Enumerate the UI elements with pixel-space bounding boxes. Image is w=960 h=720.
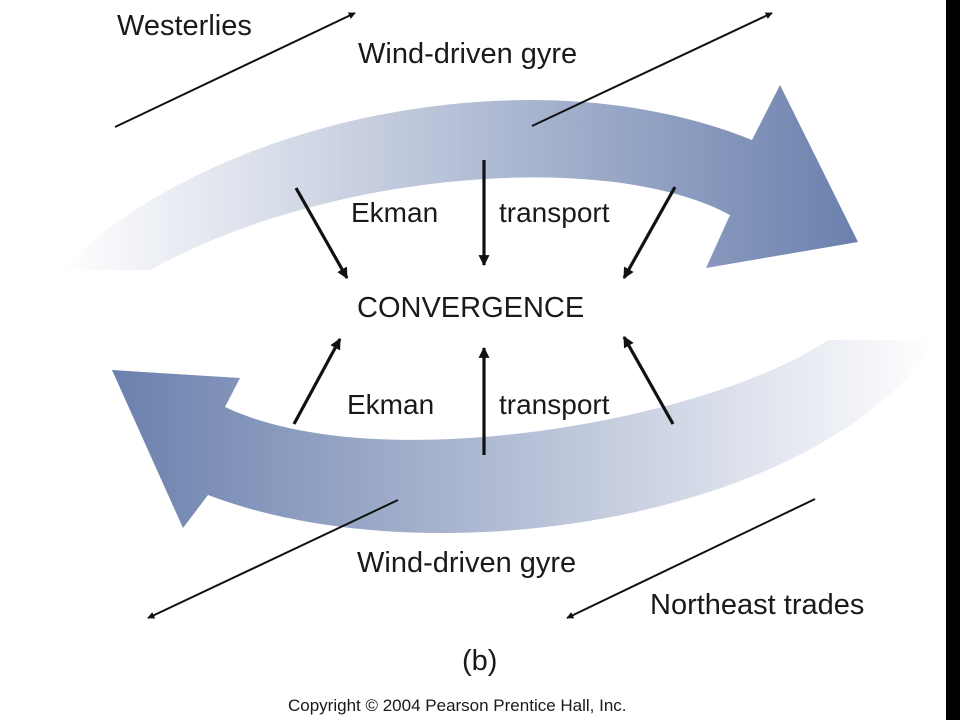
ekman-arrow-bottom-right [622,336,675,425]
ekman-arrow-top-left [294,187,349,279]
copyright-text: Copyright © 2004 Pearson Prentice Hall, … [288,696,627,715]
gyre-label-bottom: Wind-driven gyre [357,547,576,579]
ekman-arrow-top-right [622,186,677,279]
westerlies-arrow-right [531,12,773,127]
gyre-arrow-top [60,85,858,270]
panel-label: (b) [462,645,497,677]
transport-label-bottom: transport [499,389,610,420]
westerlies-label: Westerlies [117,10,252,42]
ekman-arrow-bottom-left [292,338,342,425]
gyre-arrow-bottom [112,340,937,534]
trades-arrow-left [147,499,399,619]
ekman-label-top: Ekman [351,197,438,228]
northeast-trades-label: Northeast trades [650,589,864,621]
transport-label-top: transport [499,197,610,228]
ekman-label-bottom: Ekman [347,389,434,420]
gyre-label-top: Wind-driven gyre [358,38,577,70]
westerlies-arrow [114,12,356,128]
convergence-label: CONVERGENCE [357,292,584,324]
trades-arrow-right [566,498,816,619]
